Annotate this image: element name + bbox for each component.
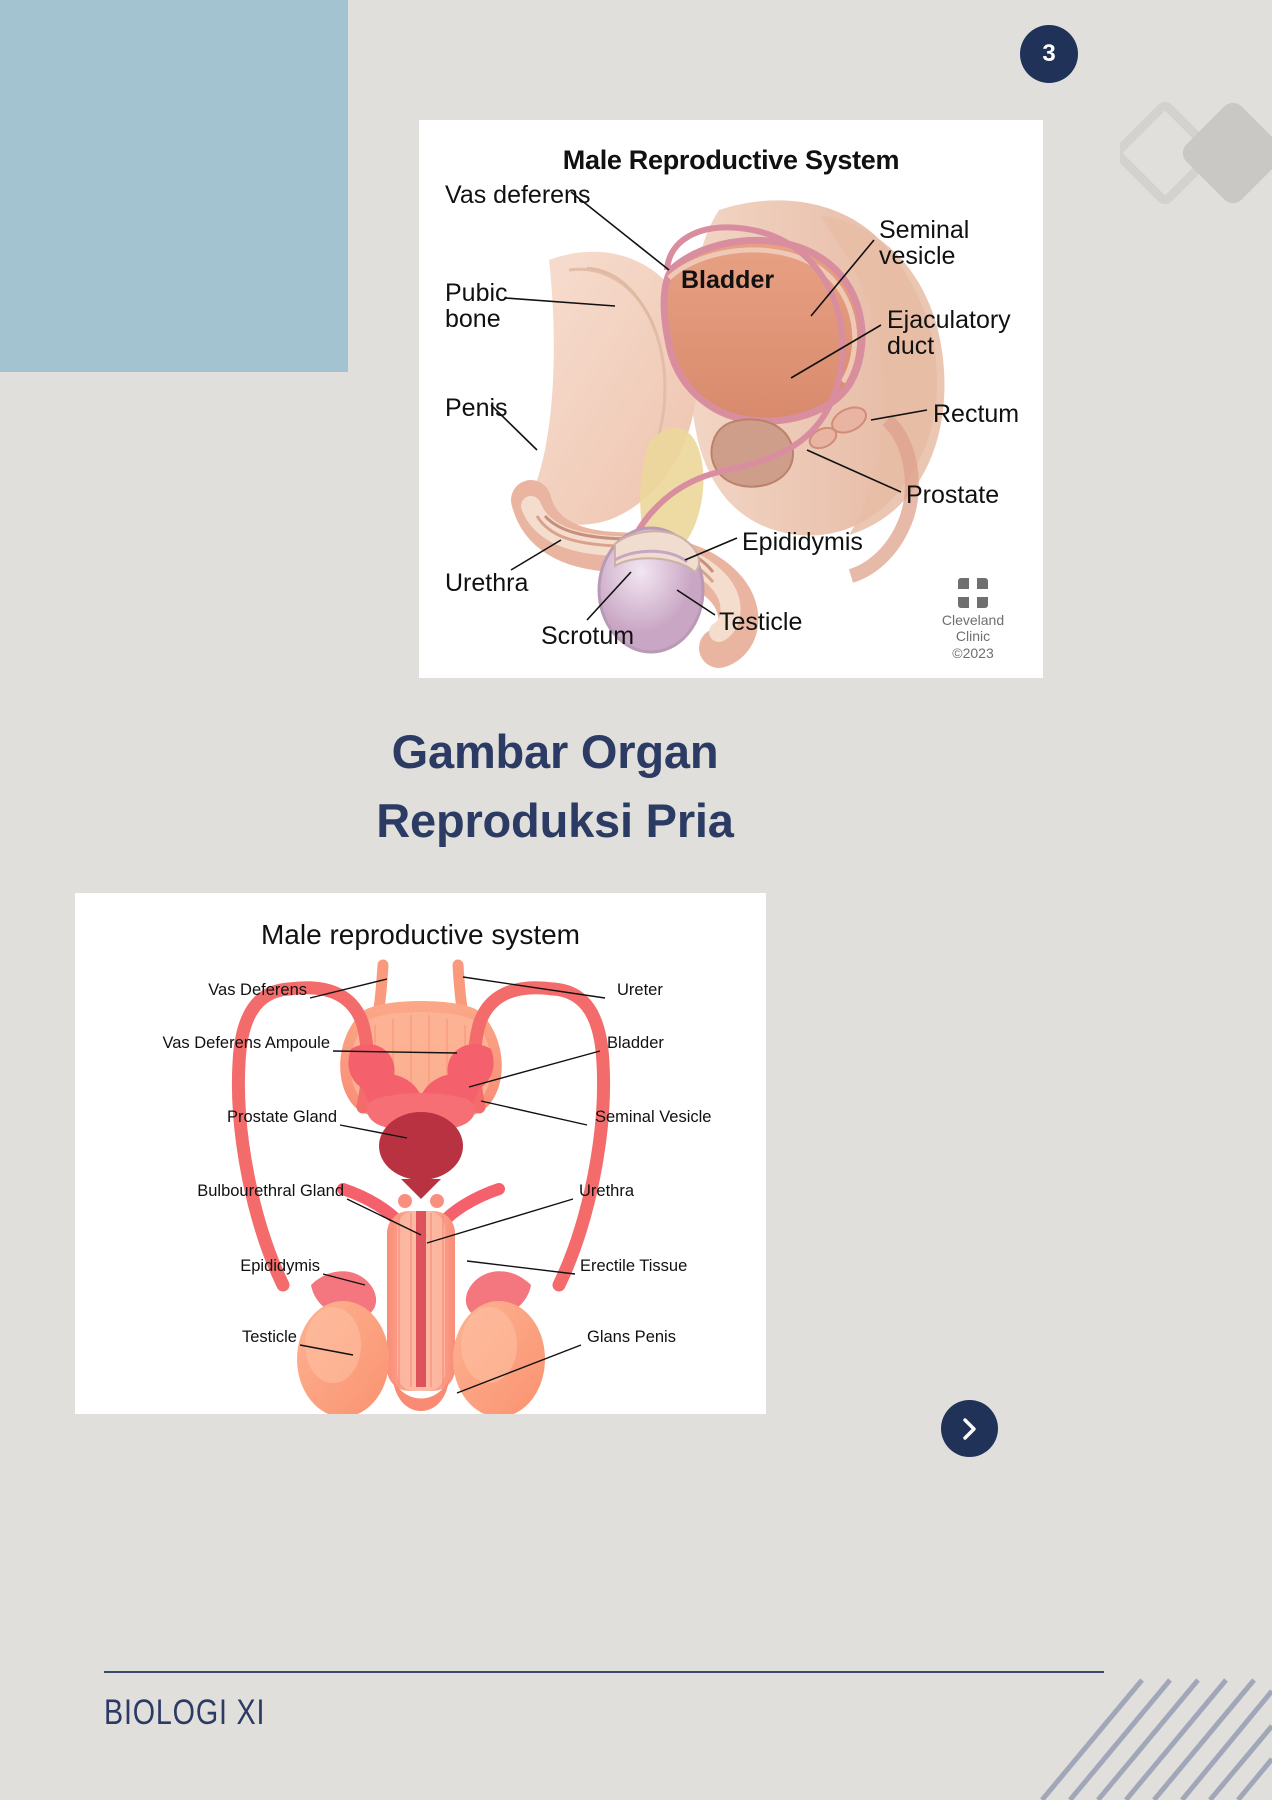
decorative-diagonal-stripes — [1022, 1595, 1272, 1800]
label-prostate: Prostate — [906, 481, 1000, 509]
label-epididymis: Epididymis — [742, 528, 863, 556]
bottom-label-glans-penis: Glans Penis — [587, 1328, 676, 1346]
label-testicle: Testicle — [719, 608, 803, 636]
bottom-label-bulbourethral-gland: Bulbourethral Gland — [197, 1182, 344, 1200]
label-scrotum: Scrotum — [541, 622, 635, 650]
page-title: Gambar Organ Reproduksi Pria — [0, 718, 1110, 855]
label-ejaculatory-duct: Ejaculatory duct — [887, 306, 1011, 361]
sagittal-anatomy-illustration — [490, 191, 945, 668]
page-title-line-2: Reproduksi Pria — [376, 793, 734, 847]
label-pubic-bone: Pubic bone — [445, 279, 508, 334]
figure-male-reproductive-system-anterior: Male reproductive system — [75, 893, 766, 1414]
credit-line-1: Cleveland — [941, 612, 1005, 628]
figure-top-title: Male Reproductive System — [562, 145, 900, 175]
bottom-label-bladder: Bladder — [607, 1034, 664, 1052]
label-vas-deferens: Vas deferens — [445, 181, 591, 209]
bottom-label-epididymis: Epididymis — [240, 1257, 320, 1275]
diamond-filled-shape — [1177, 100, 1272, 209]
anterior-anatomy-illustration — [232, 959, 610, 1414]
figure-bottom-title: Male reproductive system — [260, 919, 580, 950]
bottom-label-vas-deferens: Vas Deferens — [208, 981, 307, 999]
next-slide-button[interactable] — [941, 1400, 998, 1457]
bottom-label-vas-deferens-ampoule: Vas Deferens Ampoule — [162, 1034, 330, 1052]
page-number-text: 3 — [1042, 40, 1056, 67]
figure-male-reproductive-system-sagittal: Male Reproductive System — [419, 120, 1043, 678]
bottom-label-seminal-vesicle: Seminal Vesicle — [595, 1108, 712, 1126]
bottom-label-prostate-gland: Prostate Gland — [226, 1108, 337, 1126]
footer-divider — [104, 1671, 1104, 1673]
label-urethra: Urethra — [445, 569, 529, 597]
bottom-label-testicle: Testicle — [241, 1328, 297, 1346]
label-penis: Penis — [445, 394, 508, 422]
page-title-line-1: Gambar Organ — [391, 725, 719, 778]
page-number-badge: 3 — [1020, 25, 1078, 83]
bottom-label-urethra: Urethra — [579, 1182, 635, 1200]
label-rectum: Rectum — [933, 400, 1020, 428]
chevron-right-icon — [962, 1417, 976, 1440]
bottom-label-erectile-tissue: Erectile Tissue — [580, 1257, 688, 1275]
cleveland-clinic-logo-icon — [958, 578, 988, 608]
credit-line-2: Clinic — [955, 628, 991, 644]
credit-copyright: ©2023 — [952, 645, 994, 661]
bottom-label-ureter: Ureter — [617, 981, 663, 999]
decorative-diamonds — [1120, 100, 1272, 210]
cleveland-clinic-credit: Cleveland Clinic ©2023 — [927, 578, 1019, 662]
footer-course-label: BIOLOGI XI — [104, 1693, 266, 1732]
label-seminal-vesicle: Seminal vesicle — [879, 216, 970, 271]
decorative-blue-block — [0, 0, 348, 372]
label-bladder: Bladder — [681, 266, 775, 294]
